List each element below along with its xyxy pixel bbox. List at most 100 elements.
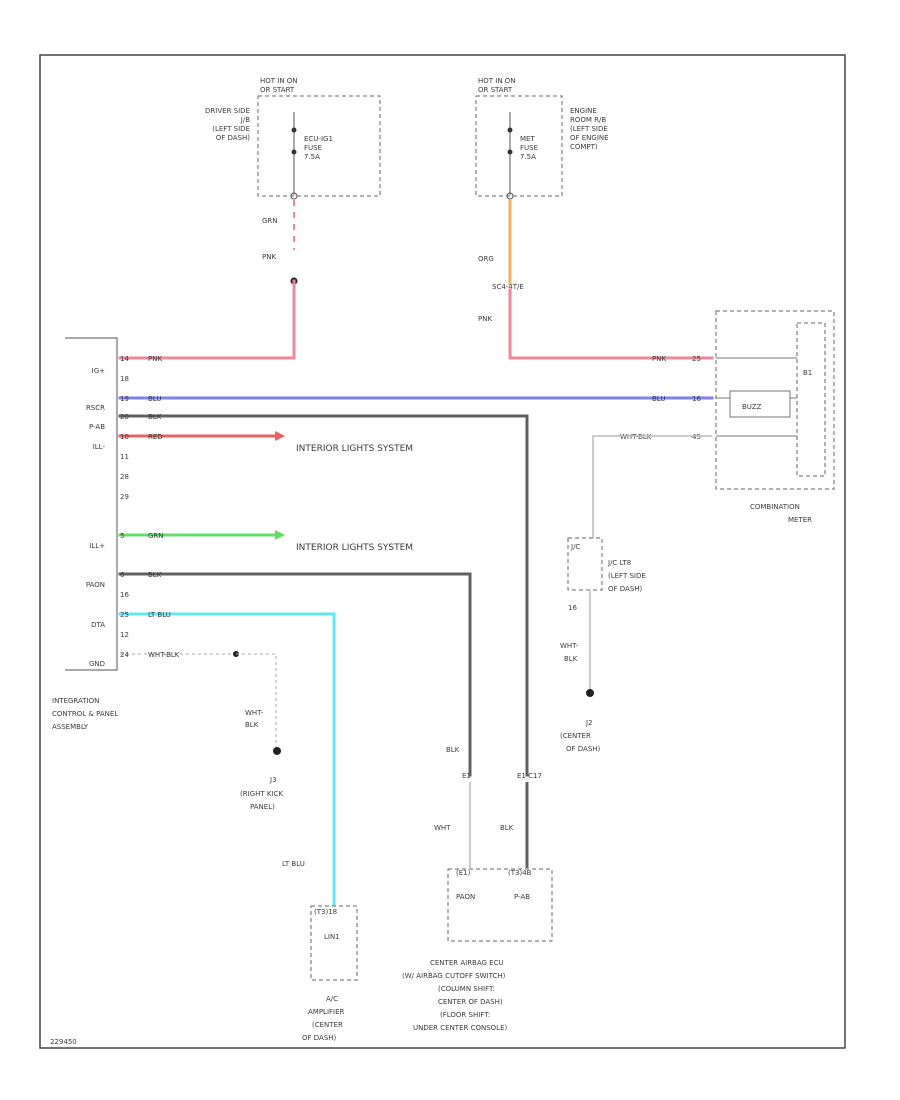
icp-wire-label-ill-plus: GRN — [148, 532, 164, 540]
meter-pin-num-1: 16 — [692, 395, 701, 403]
fuse-left-header-2: OR START — [260, 86, 295, 94]
fuse-right-location-4: OF ENGINE — [570, 134, 609, 142]
airbag-name-6: UNDER CENTER CONSOLE) — [413, 1024, 508, 1032]
meter-outline — [715, 310, 835, 490]
fuse-right-header-1: HOT IN ON — [478, 77, 516, 85]
ground-right-name-2: (CENTER — [560, 732, 591, 740]
jc-lt8-name-2: (LEFT SIDE — [608, 572, 646, 580]
icp-wire-label-pab: BLK — [148, 413, 162, 421]
fuse-right-terminal-bottom — [507, 149, 513, 155]
meter-pin-num-2: 45 — [692, 433, 701, 441]
airbag-name-1: CENTER AIRBAG ECU — [430, 959, 504, 967]
arrow-red — [275, 431, 285, 441]
fuse-right-label: FUSE — [520, 144, 538, 152]
fuse-right-location-3: (LEFT SIDE — [570, 125, 608, 133]
airbag-name-3: (COLUMN SHIFT: — [438, 985, 495, 993]
ac-amp-name-1: A/C — [326, 995, 338, 1003]
wire-blk-pab — [118, 414, 529, 777]
fuse-box-right: HOT IN ON OR START ENGINE ROOM R/B (LEFT… — [475, 77, 609, 200]
ground-left-name-1: J3 — [269, 776, 277, 784]
meter-pin-wire-0: PNK — [652, 355, 666, 363]
airbag-pin-paon: PAON — [456, 893, 475, 901]
icp-pin-num-7: 29 — [120, 493, 129, 501]
fuse-left-location-3: (LEFT SIDE — [212, 125, 250, 133]
icp-pin-label-8: ILL+ — [89, 542, 105, 550]
airbag-wire-left2: WHT — [434, 824, 451, 832]
wire-meter-gnd — [592, 435, 712, 538]
ground-right-wire-1: WHT- — [560, 642, 579, 650]
airbag-wire-right: BLK — [500, 824, 514, 832]
fuse-left-terminal-bottom — [291, 149, 297, 155]
fuse-left-name: ECU-IG1 — [304, 135, 333, 143]
fuse-right-outline — [475, 95, 563, 197]
wire-left-color-2: PNK — [262, 253, 276, 261]
icp-pin-num-13: 24 — [120, 651, 129, 659]
icp-pin-num-9: 6 — [120, 571, 125, 579]
fuse-right-pin — [506, 192, 514, 200]
icp-wire-label-ill-minus: RED — [148, 433, 163, 441]
airbag-conn-left: E1 — [462, 772, 471, 780]
icp-name-1: INTEGRATION — [52, 697, 99, 705]
fuse-left-pin — [290, 192, 298, 200]
icp-pin-num-6: 28 — [120, 473, 129, 481]
wire-ltblu-dta — [118, 612, 336, 907]
ground-right-name-1: J2 — [585, 719, 593, 727]
airbag-conn-top-right: (T3)4B — [508, 869, 532, 877]
icp-name-2: CONTROL & PANEL — [52, 710, 118, 718]
airbag-name-5: (FLOOR SHIFT: — [440, 1011, 490, 1019]
meter-pin-wire-2: WHT-BLK — [620, 433, 652, 441]
icp-pin-label-4: ILL- — [93, 443, 106, 451]
icp-pin-num-0: 14 — [120, 355, 129, 363]
meter-pin-wire-1: BLU — [652, 395, 665, 403]
fuse-left-outline — [257, 95, 381, 197]
airbag-ecu-outline — [447, 868, 553, 942]
fuse-right-header-2: OR START — [478, 86, 513, 94]
airbag-name-2: (W/ AIRBAG CUTOFF SWITCH) — [402, 972, 506, 980]
fuse-right-location-2: ROOM R/B — [570, 116, 606, 124]
ground-left-name-2: (RIGHT KICK — [240, 790, 283, 798]
ground-left-wire-1: WHT- — [245, 709, 264, 717]
wire-pnk-ig — [118, 279, 296, 360]
airbag-ecu: BLK E1 E1 C17 WHT BLK (E1) (T3)4B PAON P… — [402, 746, 553, 1032]
integration-control-panel: IG+ RSCR P-AB ILL- ILL+ PAON DTA GND 14 … — [52, 337, 129, 731]
airbag-name-4: CENTER OF DASH) — [438, 998, 503, 1006]
fuse-left-header-1: HOT IN ON — [260, 77, 298, 85]
ground-right-name-3: OF DASH) — [566, 745, 601, 753]
ground-left-name-3: PANEL) — [250, 803, 275, 811]
icp-pin-num-4: 10 — [120, 433, 129, 441]
meter-inner-outline — [796, 322, 826, 477]
icp-wire-label-paon: BLK — [148, 571, 162, 579]
jc-lt8-name-3: OF DASH) — [608, 585, 643, 593]
wire-right-color-1: ORG — [478, 255, 494, 263]
fuse-right-rating: 7.5A — [520, 153, 536, 161]
icp-wire-label-dta: LT BLU — [148, 611, 171, 619]
ac-wire-label: LT BLU — [282, 860, 305, 868]
icp-pin-num-10: 16 — [120, 591, 129, 599]
airbag-wire-left: BLK — [446, 746, 460, 754]
jc-lt8-pin: 16 — [568, 604, 577, 612]
ac-amplifier: LT BLU (T3)18 LIN1 A/C AMPLIFIER (CENTER… — [282, 860, 358, 1042]
combination-meter: B1 PNK 25 BLU 16 WHT-BLK 45 BUZZ COMBINA… — [620, 310, 835, 524]
icp-pin-num-11: 25 — [120, 611, 129, 619]
diagram-frame — [39, 54, 846, 1049]
fuse-left-rating: 7.5A — [304, 153, 320, 161]
icp-pin-num-12: 12 — [120, 631, 129, 639]
meter-pin-num-0: 25 — [692, 355, 701, 363]
icp-pin-num-2: 19 — [120, 395, 129, 403]
buzzer-label: BUZZ — [742, 403, 762, 411]
icp-wire-label-gnd: WHT-BLK — [148, 651, 180, 659]
icp-pin-label-3: P-AB — [89, 423, 105, 431]
icp-pin-label-9: PAON — [86, 581, 105, 589]
icp-pin-num-8: 5 — [120, 532, 124, 540]
ac-amp-pin: LIN1 — [324, 933, 340, 941]
meter-connector: B1 — [803, 369, 812, 377]
fuse-right-location-1: ENGINE — [570, 107, 597, 115]
diagram-footer-id: 229450 — [50, 1038, 77, 1046]
buzzer — [729, 390, 791, 418]
ground-left-point — [273, 747, 281, 755]
icp-pin-label-0: IG+ — [92, 367, 105, 375]
wire-right-color-2: PNK — [478, 315, 492, 323]
wire-gnd-drop — [236, 653, 277, 748]
system-label-interior-2: INTERIOR LIGHTS SYSTEM — [296, 543, 413, 553]
ac-amp-name-2: AMPLIFIER — [308, 1008, 345, 1016]
